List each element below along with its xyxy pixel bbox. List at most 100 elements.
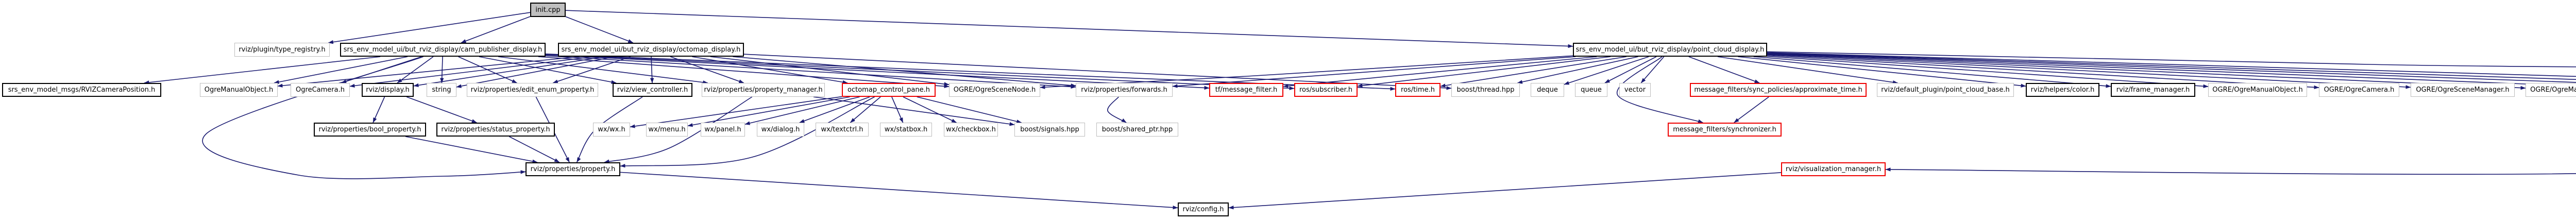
edge-cam_pub-to-prop_manager (498, 56, 708, 84)
edge-pc_disp-to-approx_time (1688, 56, 1760, 83)
edge-vis_manager-to-config (1228, 172, 1782, 210)
graph-node-ogre_manual_obj: OgreManualObject.h (200, 83, 278, 97)
graph-node-frame_manager[interactable]: rviz/frame_manager.h (2111, 83, 2195, 97)
edge-control_pane-to-wx_dialog (799, 96, 870, 123)
edge-pc_disp-to-boost_thread (1517, 56, 1638, 84)
graph-node-signals: boost/signals.hpp (1014, 123, 1085, 137)
edge-octomap_disp-to-prop_manager (670, 56, 744, 83)
edge-pc_disp-to-vis_manager (1767, 51, 2576, 175)
edge-property-to-config (620, 172, 1178, 210)
graph-node-init[interactable]: init.cpp (530, 3, 566, 17)
edge-octomap_disp-to-ogre_camera (349, 56, 594, 88)
graph-node-shared_ptr: boost/shared_ptr.hpp (1096, 123, 1178, 137)
graph-node-type_registry: rviz/plugin/type_registry.h (234, 43, 330, 57)
graph-node-tf_filter[interactable]: tf/message_filter.h (1209, 83, 1283, 97)
edge-pc_disp-to-frame_manager (1753, 56, 2111, 88)
edge-cam_pub-to-view_controller (479, 56, 617, 84)
graph-node-color[interactable]: rviz/helpers/color.h (2026, 83, 2099, 97)
graph-node-prop_manager: rviz/properties/property_manager.h (702, 83, 825, 97)
edge-octomap_disp-to-ogre_manual_obj (277, 56, 580, 88)
edge-pc_disp-to-color (1738, 56, 2026, 88)
edge-pc_disp-to-ros_subscriber (1357, 56, 1611, 88)
edge-control_pane-to-wx_checkbox (903, 96, 957, 123)
edge-cam_pub-to-rviz_cam_pos (144, 56, 381, 84)
graph-node-view_controller[interactable]: rviz/view_controller.h (613, 83, 692, 97)
graph-node-deque: deque (1531, 83, 1564, 97)
edge-pc_disp-to-pc_base (1717, 56, 1898, 84)
graph-node-pc_disp[interactable]: srs_env_model_ui/but_rviz_display/point_… (1573, 43, 1767, 57)
graph-node-vis_manager[interactable]: rviz/visualization_manager.h (1781, 162, 1886, 176)
edge-cam_pub-to-scenenode (538, 56, 950, 89)
edge-cam_pub-to-edit_enum (458, 56, 517, 83)
edge-forwards-to-shared_ptr (1107, 96, 1127, 123)
graph-node-pc_base: rviz/default_plugin/point_cloud_base.h (1877, 83, 2014, 97)
edge-cam_pub-to-ogre_manual_obj (274, 56, 408, 84)
graph-node-approx_time[interactable]: message_filters/sync_policies/approximat… (1690, 83, 1867, 97)
graph-node-property[interactable]: rviz/properties/property.h (526, 162, 620, 176)
edge-octomap_disp-to-forwards (733, 56, 1076, 88)
edge-init-to-cam_pub (461, 16, 531, 43)
graph-node-OGRE_camera: OGRE/OgreCamera.h (2319, 83, 2399, 97)
edge-octomap_disp-to-rviz_display (413, 56, 606, 88)
edge-cam_pub-to-string (440, 56, 444, 83)
edge-prop_manager-to-signals (813, 96, 1015, 126)
edge-rviz_display-to-bool_prop (372, 96, 385, 123)
edge-cam_pub-to-property (202, 56, 526, 179)
graph-node-queue: queue (1575, 83, 1607, 97)
edge-cam_pub-to-rviz_display (397, 56, 434, 83)
graph-node-wx_checkbox: wx/checkbox.h (944, 123, 998, 137)
graph-node-scenenode: OGRE/OgreSceneNode.h (949, 83, 1040, 97)
edge-pc_disp-to-vector (1640, 56, 1665, 83)
graph-node-wx_dialog: wx/dialog.h (757, 123, 804, 137)
graph-node-octomap_disp[interactable]: srs_env_model_ui/but_rviz_display/octoma… (558, 43, 744, 57)
graph-node-wx_textctrl: wx/textctrl.h (816, 123, 869, 137)
edge-approx_time-to-synchronizer (1734, 96, 1769, 123)
graph-node-vector: vector (1619, 83, 1651, 97)
edge-bool_prop-to-property (405, 136, 538, 163)
graph-node-OGRE_manual: OGRE/OgreManualObject.h (2208, 83, 2307, 97)
graph-node-rviz_cam_pos[interactable]: srs_env_model_msgs/RVIZCameraPosition.h (2, 83, 161, 97)
edge-control_pane-to-signals (917, 96, 1022, 124)
graph-node-string: string (427, 83, 456, 97)
edge-pc_disp-to-ros_time (1440, 56, 1626, 88)
graph-node-cam_pub[interactable]: srs_env_model_ui/but_rviz_display/cam_pu… (340, 43, 546, 57)
graph-node-edit_enum: rviz/properties/edit_enum_property.h (467, 83, 598, 97)
edge-control_pane-to-wx_menu (687, 96, 850, 127)
edge-control_pane-to-wx_panel (744, 96, 860, 125)
edge-rviz_display-to-status_prop (406, 96, 477, 123)
edge-cam_pub-to-ogre_camera (341, 56, 422, 83)
graph-node-wx_panel: wx/panel.h (701, 123, 745, 137)
graph-node-ogre_camera: OgreCamera.h (291, 83, 350, 97)
graph-node-wx_wx: wx/wx.h (593, 123, 630, 137)
edge-pc_disp-to-tf_filter (1283, 56, 1597, 88)
edge-init-to-type_registry (328, 12, 531, 44)
edge-octomap_disp-to-view_controller (650, 56, 654, 83)
graph-node-rviz_display[interactable]: rviz/display.h (362, 83, 414, 97)
edge-octomap_disp-to-scenenode (710, 56, 950, 86)
graph-node-status_prop[interactable]: rviz/properties/status_property.h (436, 123, 555, 137)
edge-control_pane-to-wx_statbox (891, 96, 904, 123)
graph-node-OGRE_scenemgr: OGRE/OgreSceneManager.h (2411, 83, 2515, 97)
edge-octomap_disp-to-control_pane (692, 56, 848, 84)
edge-status_prop-to-property (509, 136, 560, 163)
edge-pc_disp-to-queue (1604, 56, 1657, 83)
edge-cam_pub-to-forwards (545, 55, 1076, 89)
graph-node-ros_subscriber[interactable]: ros/subscriber.h (1294, 83, 1358, 97)
edge-pc_disp-to-deque (1564, 56, 1649, 85)
graph-node-ros_time[interactable]: ros/time.h (1395, 83, 1440, 97)
graph-node-config[interactable]: rviz/config.h (1178, 202, 1229, 216)
edge-pc_disp-to-OGRE_scenemgr (1767, 54, 2411, 89)
graph-node-OGRE_material: OGRE/OgreMaterial.h (2526, 83, 2576, 97)
graph-node-bool_prop[interactable]: rviz/properties/bool_property.h (314, 123, 426, 137)
graph-node-synchronizer[interactable]: message_filters/synchronizer.h (1668, 123, 1782, 137)
edge-pc_disp-to-OGRE_manual (1767, 56, 2209, 88)
edge-init-to-pc_disp (565, 10, 1573, 48)
edge-init-to-octomap_disp (565, 16, 634, 43)
graph-node-forwards: rviz/properties/forwards.h (1076, 83, 1173, 97)
graph-node-control_pane[interactable]: octomap_control_pane.h (842, 83, 936, 97)
edge-pc_disp-to-forwards (1172, 56, 1576, 88)
graph-node-boost_thread: boost/thread.hpp (1451, 83, 1520, 97)
edge-octomap_disp-to-edit_enum (552, 56, 631, 83)
